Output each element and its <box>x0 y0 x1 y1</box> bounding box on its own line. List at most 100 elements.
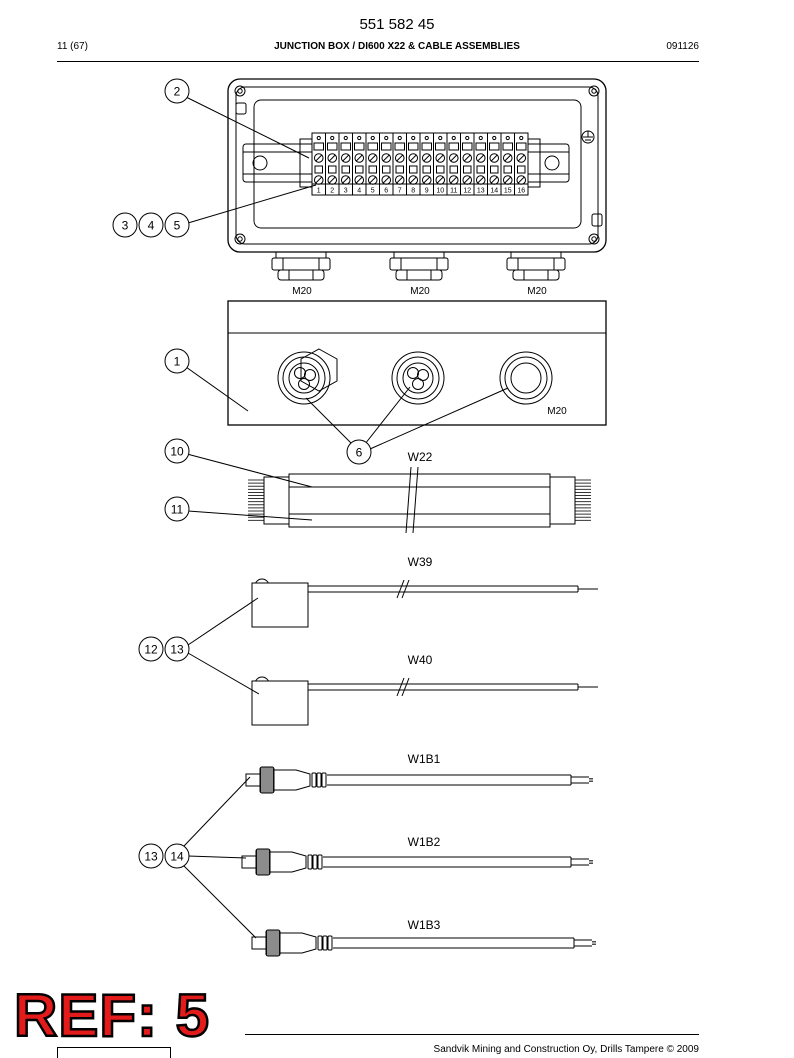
svg-text:12: 12 <box>144 643 158 657</box>
callout-6: 6 <box>346 439 372 465</box>
terminal-block: 3 <box>338 132 353 196</box>
svg-text:1: 1 <box>174 355 181 369</box>
terminal-block: 10 <box>433 132 448 196</box>
junction-box-side-view: M20 <box>227 300 607 426</box>
terminal-number: 3 <box>344 188 348 195</box>
callout-13: 13 <box>164 636 190 662</box>
svg-text:14: 14 <box>170 850 184 864</box>
cable-gland-front <box>277 348 338 405</box>
terminal-number: 10 <box>436 188 444 195</box>
m12-connector-cable <box>241 848 593 876</box>
svg-text:2: 2 <box>174 85 181 99</box>
terminal-number: 11 <box>450 188 457 195</box>
terminal-number: 6 <box>384 188 388 195</box>
cable-label-w39: W39 <box>408 555 433 569</box>
gland-label: M20 <box>527 286 547 297</box>
callout-1: 1 <box>164 348 190 374</box>
header-date: 091126 <box>666 41 699 52</box>
terminal-block: 16 <box>514 132 529 196</box>
gland-label: M20 <box>292 286 312 297</box>
terminal-number: 8 <box>411 188 415 195</box>
cable-label-w22: W22 <box>408 450 433 464</box>
cable-gland-front <box>391 351 445 405</box>
gland-label: M20 <box>547 406 567 417</box>
cable-label-w40: W40 <box>408 653 433 667</box>
page-count: 11 (67) <box>57 41 88 52</box>
cable-label-w1b3: W1B3 <box>408 918 441 932</box>
document-number: 551 582 45 <box>359 16 435 33</box>
terminal-number: 5 <box>371 188 375 195</box>
svg-text:10: 10 <box>170 445 184 459</box>
callout-12: 12 <box>138 636 164 662</box>
svg-text:3: 3 <box>122 219 129 233</box>
corner-screw <box>588 85 600 97</box>
terminal-block: 4 <box>352 132 367 196</box>
rail-mount-hole <box>544 155 560 171</box>
terminal-block: 8 <box>406 132 421 196</box>
callout-14: 14 <box>164 843 190 869</box>
terminal-number: 12 <box>463 188 471 195</box>
terminal-block: 5 <box>365 132 380 196</box>
header-rule <box>57 61 699 62</box>
svg-text:11: 11 <box>171 503 184 517</box>
corner-screw <box>234 233 246 245</box>
ref-stamp: REF: 5 <box>13 982 211 1049</box>
leader-lines <box>183 96 509 939</box>
terminal-number: 7 <box>398 188 402 195</box>
svg-text:5: 5 <box>174 219 181 233</box>
terminal-block: 13 <box>473 132 488 196</box>
callout-13: 13 <box>138 843 164 869</box>
callout-2: 2 <box>164 78 190 104</box>
callout-3: 3 <box>112 212 138 238</box>
connector-cables <box>241 766 596 957</box>
callout-10: 10 <box>164 438 190 464</box>
terminal-number: 2 <box>330 188 334 195</box>
terminal-number: 1 <box>317 188 321 195</box>
corner-screw <box>588 233 600 245</box>
m12-connector-cable <box>251 929 596 957</box>
terminal-number: 15 <box>504 188 512 195</box>
callout-5: 5 <box>164 212 190 238</box>
terminal-block: 9 <box>419 132 434 196</box>
svg-text:13: 13 <box>170 643 184 657</box>
footer-rule <box>245 1034 699 1035</box>
cable-w22: W22 <box>248 450 591 534</box>
gland-label: M20 <box>410 286 430 297</box>
cable-label-w1b1: W1B1 <box>408 752 441 766</box>
terminal-block: 12 <box>460 132 475 196</box>
wire-ends-right <box>575 479 591 521</box>
terminal-block: 2 <box>325 132 340 196</box>
terminal-block: 6 <box>379 132 394 196</box>
cable-glands-top: M20 M20 M20 <box>271 251 566 297</box>
wire-ends-left <box>248 479 264 521</box>
page-title: JUNCTION BOX / DI600 X22 & CABLE ASSEMBL… <box>274 41 520 52</box>
terminal-number: 4 <box>357 188 361 195</box>
rail-mount-hole <box>252 155 268 171</box>
callout-bubbles: 2 3 4 5 1 6 10 11 12 13 13 14 <box>112 78 372 869</box>
terminal-number: 13 <box>477 188 485 195</box>
svg-text:6: 6 <box>356 446 363 460</box>
terminal-block: 15 <box>500 132 515 196</box>
terminal-number: 16 <box>517 188 525 195</box>
m12-connector-cable <box>245 766 593 794</box>
terminal-number: 9 <box>425 188 429 195</box>
svg-text:4: 4 <box>148 219 155 233</box>
cable-gland-front-blank <box>499 351 553 405</box>
cable-w39: W39 <box>251 555 598 628</box>
callout-4: 4 <box>138 212 164 238</box>
cable-gland <box>506 251 566 281</box>
svg-text:13: 13 <box>144 850 158 864</box>
cable-w40: W40 <box>251 653 598 726</box>
terminal-block: 14 <box>487 132 502 196</box>
cable-gland <box>271 251 331 281</box>
earth-symbol-icon <box>581 130 595 144</box>
callout-11: 11 <box>164 496 190 522</box>
footer-copyright: Sandvik Mining and Construction Oy, Dril… <box>433 1044 699 1055</box>
corner-screw <box>234 85 246 97</box>
terminal-block: 7 <box>392 132 407 196</box>
terminal-block: 11 <box>446 132 461 196</box>
cable-label-w1b2: W1B2 <box>408 835 441 849</box>
